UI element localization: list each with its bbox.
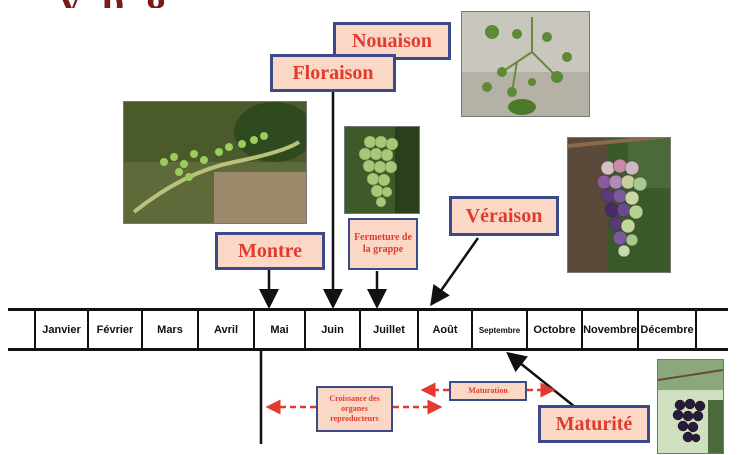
- maturite-arrow: [506, 351, 576, 408]
- label-veraison: Véraison: [449, 196, 559, 236]
- timeline-top-line: [8, 308, 728, 311]
- label-croissance: Croissance des organes reproducteurs: [316, 386, 393, 432]
- label-maturite: Maturité: [538, 405, 650, 443]
- month-avril: Avril: [199, 311, 255, 349]
- label-maturation: Maturation: [449, 381, 527, 401]
- veraison-arrow: [430, 237, 480, 307]
- page-title-fragment: y p g: [60, 0, 680, 8]
- fruit-set-photo: [461, 11, 590, 117]
- month-juin: Juin: [306, 311, 361, 349]
- month-janvier: Janvier: [36, 311, 89, 349]
- label-montre: Montre: [215, 232, 325, 270]
- veraison-grapes-photo: [567, 137, 671, 273]
- month-mars: Mars: [143, 311, 199, 349]
- month-mai: Mai: [255, 311, 306, 349]
- inflorescence-photo: [123, 101, 307, 224]
- month-septembre: Septembre: [473, 311, 528, 349]
- label-floraison: Floraison: [270, 54, 396, 92]
- timeline-bottom-line: [8, 348, 728, 351]
- month-decembre: Décembre: [639, 311, 697, 349]
- grape-cluster-closed-photo: [344, 126, 420, 214]
- month-aout: Août: [419, 311, 473, 349]
- month-juillet: Juillet: [361, 311, 419, 349]
- timeline-start-tick: [6, 311, 36, 349]
- month-novembre: Novembre: [583, 311, 639, 349]
- ripe-grapes-photo: [657, 359, 724, 454]
- month-octobre: Octobre: [528, 311, 583, 349]
- label-fermeture-grappe: Fermeture de la grappe: [348, 218, 418, 270]
- month-fevrier: Février: [89, 311, 143, 349]
